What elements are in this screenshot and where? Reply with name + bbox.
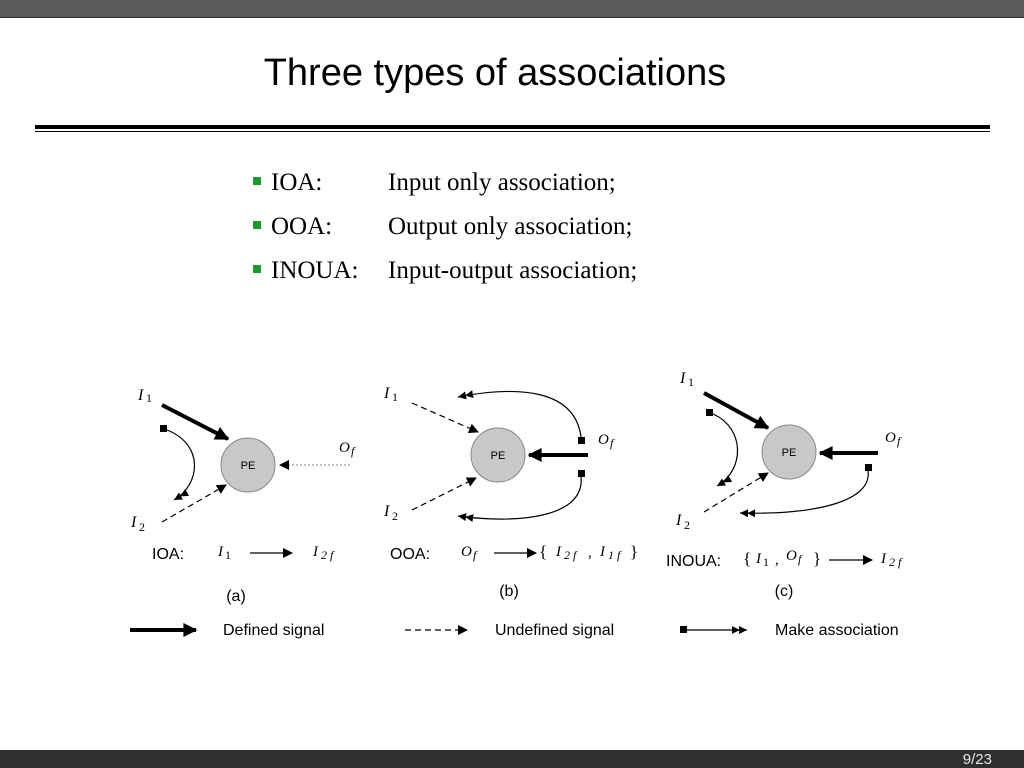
sym-I: I [137,387,144,404]
sym-I: I [555,544,562,560]
pe-node [470,427,526,483]
legend-association-marker [680,626,687,633]
bullet-abbr: OOA: [271,213,333,240]
sub-1: 1 [763,555,769,569]
sub-1: 1 [392,390,398,404]
sym-I: I [599,544,606,560]
caption-c: (c) [775,583,794,600]
panel-c: PE I 1 I 2 O f INOUA: { I 1 , O f } I 2 … [666,370,903,600]
bullet-abbr: IOA: [271,169,323,196]
association-start-marker [160,425,167,432]
defined-signal-arrow [161,403,230,441]
bottom-bar: 9/23 [0,750,1024,768]
bullet-abbr: INOUA: [271,257,359,284]
title-rule-thick [35,125,990,129]
top-bar [0,0,1024,18]
sub-f: f [897,434,902,448]
sub-f: f [473,548,478,562]
legend-make-label: Make association [775,622,899,639]
association-start-marker [578,470,585,477]
make-association-arc [739,470,869,518]
sym-I: I [130,514,137,531]
sub-2f: 2 f [321,548,335,562]
pe-node [220,437,276,493]
sym-O: O [598,432,609,448]
right-brace: } [813,549,821,568]
sub-f: f [351,444,356,458]
bullet-square-icon [253,177,261,185]
caption-a: (a) [226,588,246,605]
association-start-marker [865,464,872,471]
left-brace: { [743,549,751,568]
comma: , [775,552,779,568]
pe-label: PE [241,460,256,472]
sub-1: 1 [225,548,231,562]
comma: , [588,545,592,561]
sym-I: I [312,544,319,560]
label-ooa: OOA: [390,546,430,563]
sub-1: 1 [688,375,694,389]
make-association-arc [457,476,582,522]
association-start-marker [706,409,713,416]
pe-label: PE [782,447,797,459]
sym-I: I [755,551,762,567]
sub-f: f [610,436,615,450]
label-ioa: IOA: [152,546,184,563]
undefined-signal-arrow [411,477,477,511]
sub-1: 1 [146,391,152,405]
title-rule-thin [35,131,990,132]
sym-I: I [880,551,887,567]
sym-O: O [786,548,797,564]
sym-I: I [383,503,390,520]
right-brace: } [630,542,638,561]
sub-2: 2 [684,518,690,532]
legend-undefined-label: Undefined signal [495,622,614,639]
sub-1f: 1 f [608,548,622,562]
bullet-square-icon [253,265,261,273]
label-inoua: INOUA: [666,553,721,570]
legend: Defined signal Undefined signal Make ass… [130,622,899,639]
panel-a: PE I 1 I 2 O f IOA: I 1 I 2 f (a) [130,387,356,605]
make-association-arc [712,413,739,487]
pe-node [761,424,817,480]
bullet-desc: Output only association; [388,213,633,240]
sub-2f: 2 f [889,555,903,569]
undefined-signal-arrow [161,484,227,523]
make-association-arc [457,390,582,438]
undefined-signal-arrow [703,472,769,513]
left-brace: { [539,542,547,561]
sub-2f: 2 f [564,548,578,562]
sub-2: 2 [392,509,398,523]
legend-defined-label: Defined signal [223,622,324,639]
defined-signal-arrow [703,391,770,430]
sym-I: I [217,544,224,560]
sym-O: O [339,440,350,456]
bullet-square-icon [253,221,261,229]
association-start-marker [578,437,585,444]
bullet-desc: Input-output association; [388,257,638,284]
caption-b: (b) [499,583,519,600]
panel-b: PE I 1 I 2 O f OOA: O f { I 2 f , I 1 f … [383,385,638,600]
bullet-desc: Input only association; [388,169,616,196]
sub-f: f [798,552,803,566]
sym-O: O [885,430,896,446]
make-association-arc [166,429,195,501]
pe-label: PE [491,450,506,462]
sym-I: I [383,385,390,402]
sym-I: I [675,512,682,529]
undefined-signal-arrow [411,402,479,433]
sub-2: 2 [139,520,145,534]
sym-I: I [679,370,686,387]
slide-title: Three types of associations [263,52,727,94]
page-number: 9/23 [962,751,992,768]
sym-O: O [461,544,472,560]
